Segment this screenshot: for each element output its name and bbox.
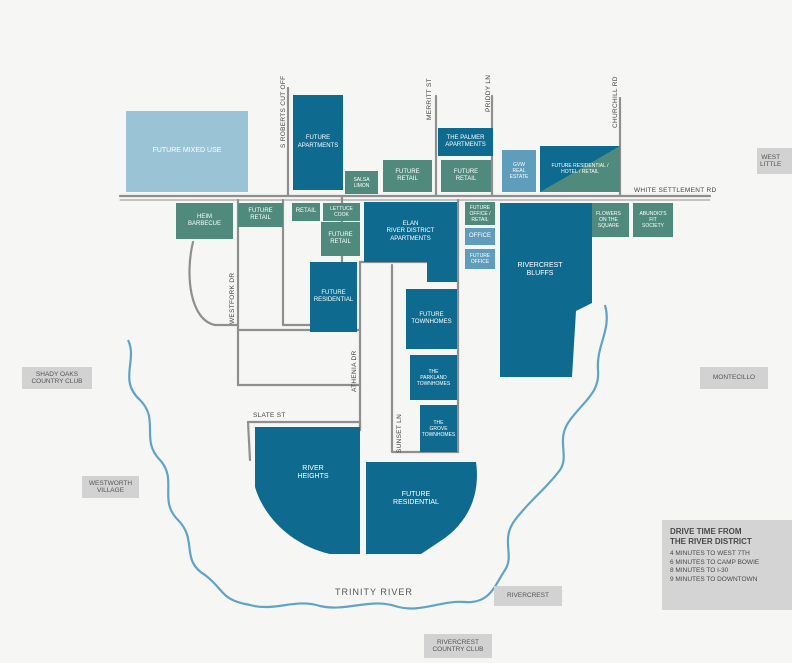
future-retail-block-d[interactable]: FUTURE RETAIL [321,222,360,256]
slate-st-line [246,420,362,432]
street-label-sunset-ln: SUNSET LN [396,413,403,453]
area-label-shady-oaks: SHADY OAKS COUNTRY CLUB [22,367,92,389]
westfork-curve [188,240,240,327]
future-residential-shape-b[interactable] [366,462,484,554]
area-label-rivercrest-country-club: RIVERCREST COUNTRY CLUB [424,634,492,658]
future-office-block[interactable]: FUTURE OFFICE [465,249,495,269]
drive-time-title: DRIVE TIME FROM THE RIVER DISTRICT [670,527,752,546]
area-label-rivercrest: RIVERCREST [494,586,562,606]
future-mixed-use-block[interactable]: FUTURE MIXED USE [126,111,248,192]
abundios-fit-society-block[interactable]: ABUNDIO'S FIT SOCIETY [633,203,673,237]
street-label-white-settlement-rd: WHITE SETTLEMENT RD [634,187,717,194]
drive-time-item: 6 MINUTES TO CAMP BOWIE [670,558,760,566]
street-label-slate-st: SLATE ST [253,412,286,419]
future-residential-hotel-retail-block[interactable]: FUTURE RESIDENTIAL / HOTEL / RETAIL [540,146,620,192]
future-residential-label-b: FUTURE RESIDENTIAL [393,490,439,506]
office-block[interactable]: OFFICE [465,228,495,245]
street-label-westfork-dr: WESTFORK DR [229,272,236,324]
trinity-river [126,304,608,610]
river-heights-label: RIVER HEIGHTS [297,464,329,480]
river-heights-shape[interactable] [255,427,360,554]
future-townhomes-block[interactable]: FUTURE TOWNHOMES [406,289,457,349]
future-retail-block-b[interactable]: FUTURE RETAIL [441,160,491,192]
elan-extension-block [427,262,457,282]
heim-barbecue-block[interactable]: HEIM BARBECUE [176,203,233,239]
future-residential-block-a[interactable]: FUTURE RESIDENTIAL [310,262,357,332]
street-label-merritt-st: MERRITT ST [426,78,433,120]
elan-river-district-apartments-block[interactable]: ELAN RIVER DISTRICT APARTMENTS [364,202,457,262]
future-apartments-block[interactable]: FUTURE APARTMENTS [293,95,343,190]
street-label-priddy-ln: PRIDDY LN [485,74,492,112]
flowers-on-the-square-block[interactable]: FLOWERS ON THE SQUARE [588,203,629,237]
rivercrest-bluffs-shape[interactable] [500,203,596,377]
drive-time-item: 4 MINUTES TO WEST 7TH [670,550,750,558]
street-label-s-roberts-cut-off: S ROBERTS CUT OFF [280,75,287,148]
salsa-limon-block[interactable]: SALSA LIMON [345,171,378,194]
inner-road-1 [281,198,312,327]
grove-townhomes-block[interactable]: THE GROVE TOWNHOMES [420,405,457,452]
street-label-churchill-rd: CHURCHILL RD [612,76,619,128]
rivercrest-bluffs-label: RIVERCREST BLUFFS [517,261,563,277]
west-loop-down [246,420,252,462]
trinity-river-label: TRINITY RIVER [335,587,413,597]
drive-time-panel: DRIVE TIME FROM THE RIVER DISTRICT 4 MIN… [662,520,792,610]
parkland-townhomes-block[interactable]: THE PARKLAND TOWNHOMES [410,355,457,400]
lettuce-cook-block[interactable]: LETTUCE COOK [323,203,360,221]
retail-block[interactable]: RETAIL [292,203,320,221]
area-label-west-little: WEST LITTLE [757,148,792,174]
street-label-athenia-dr: ATHENIA DR [351,350,358,392]
area-label-westworth-village: WESTWORTH VILLAGE [82,476,139,498]
future-retail-block-a[interactable]: FUTURE RETAIL [383,160,432,192]
future-retail-block-c[interactable]: FUTURE RETAIL [238,203,283,227]
drive-time-item: 9 MINUTES TO DOWNTOWN [670,575,758,583]
the-palmer-apartments-block[interactable]: THE PALMER APARTMENTS [438,128,493,156]
drive-time-item: 8 MINUTES TO I-30 [670,567,729,575]
sunset-ln-line [390,263,460,454]
gvw-real-estate-block[interactable]: GVW REAL ESTATE [502,150,536,192]
area-label-montecillo: MONTECILLO [700,367,768,389]
future-office-retail-block[interactable]: FUTURE OFFICE / RETAIL [465,202,495,225]
